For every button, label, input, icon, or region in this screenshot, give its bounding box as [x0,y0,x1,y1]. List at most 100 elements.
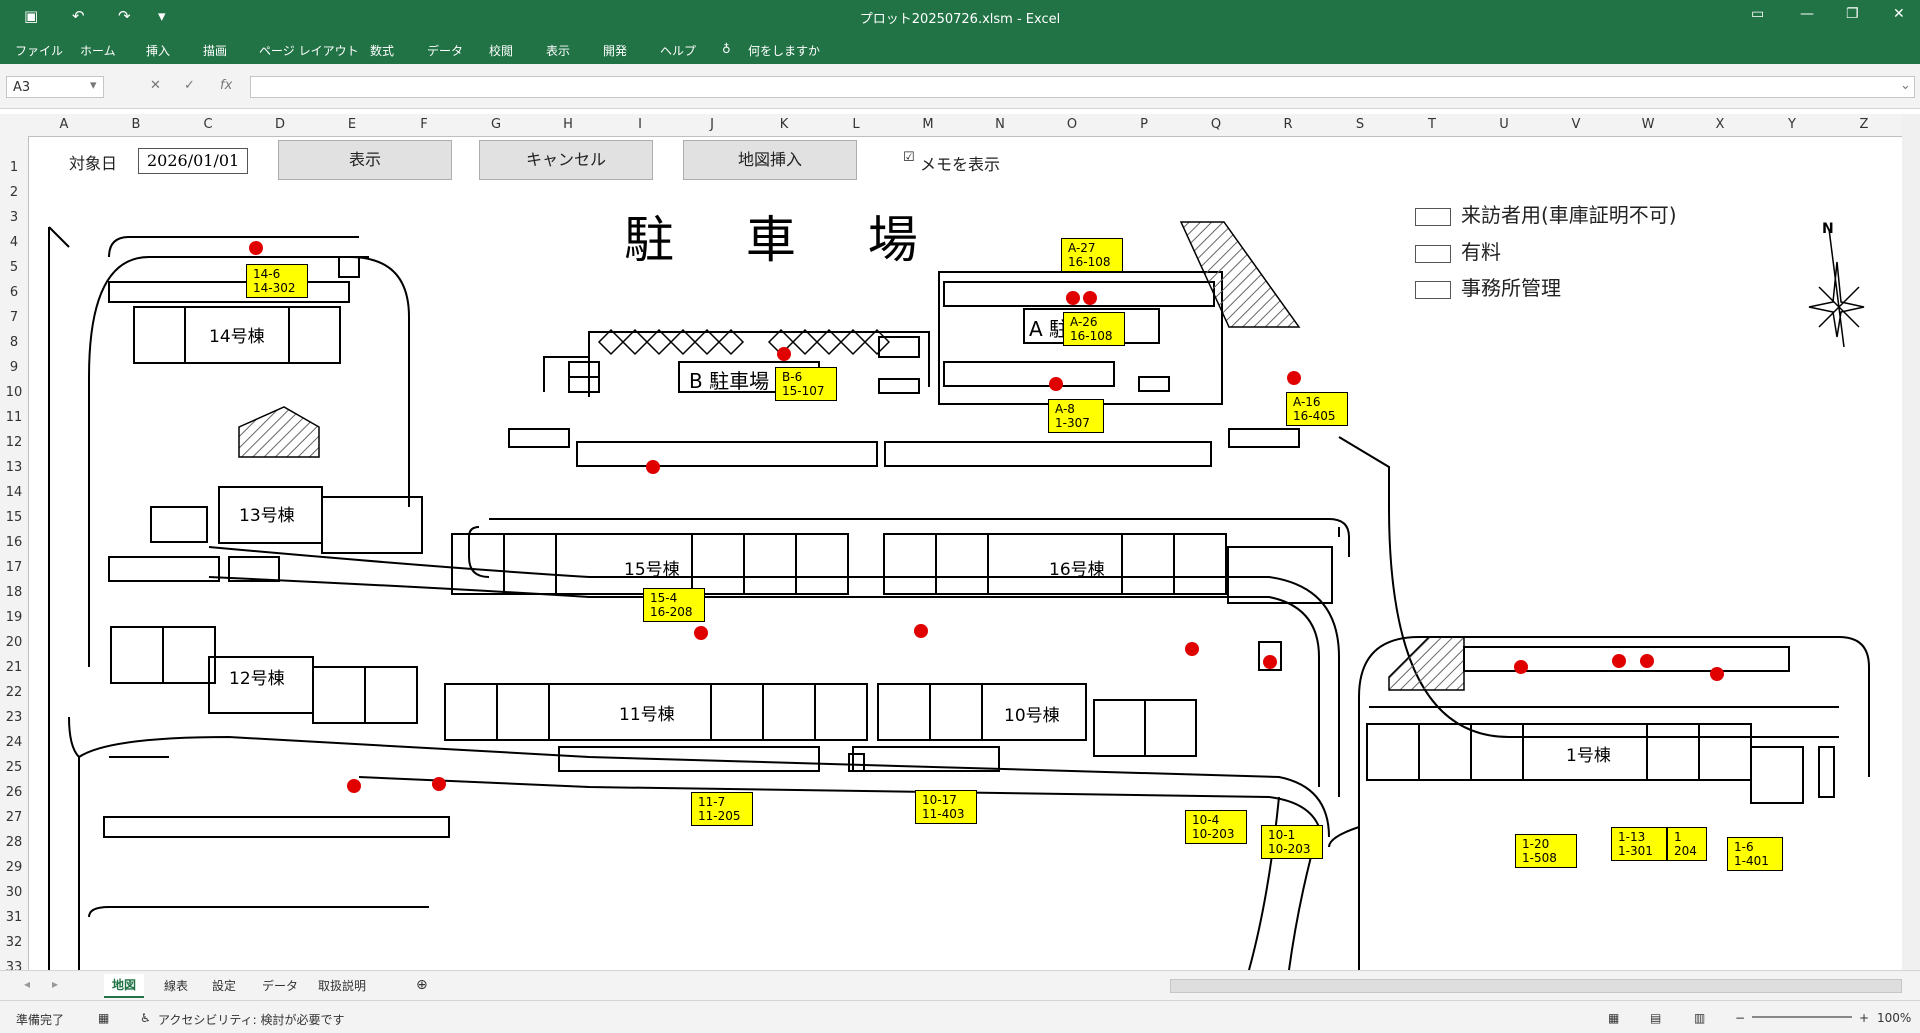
tab-help[interactable]: ヘルプ [660,44,697,58]
col-header[interactable]: H [563,117,573,132]
col-header[interactable]: T [1428,117,1436,132]
row-header[interactable]: 2 [9,185,19,200]
col-header[interactable]: I [638,117,642,132]
marker-dot[interactable] [432,777,446,791]
col-header[interactable]: Y [1788,117,1796,132]
normal-view-icon[interactable]: ▦ [1608,1011,1620,1025]
marker-dot[interactable] [1263,655,1277,669]
col-header[interactable]: F [420,117,428,132]
marker-dot[interactable] [646,460,660,474]
col-header[interactable]: A [59,117,69,132]
marker-dot[interactable] [694,626,708,640]
name-box[interactable]: A3 [6,76,104,98]
insert-map-button[interactable]: 地図挿入 [683,140,857,180]
insert-function-icon[interactable]: fx [220,78,233,93]
row-header[interactable]: 11 [5,410,23,425]
add-sheet-icon[interactable]: ⊕ [416,977,428,993]
row-header[interactable]: 32 [5,935,23,950]
cancel-button[interactable]: キャンセル [479,140,653,180]
col-header[interactable]: E [347,117,357,132]
row-header[interactable]: 18 [5,585,23,600]
marker-dot[interactable] [1640,654,1654,668]
tab-file[interactable]: ファイル [15,44,64,58]
tab-developer[interactable]: 開発 [603,44,628,58]
tab-home[interactable]: ホーム [80,44,116,58]
lightbulb-icon[interactable]: ♁ [722,42,731,56]
row-header[interactable]: 17 [5,560,23,575]
cancel-icon[interactable]: ✕ [150,78,161,93]
row-header[interactable]: 27 [5,810,23,825]
sheet-tab-settings[interactable]: 設定 [212,979,237,993]
row-header[interactable]: 24 [5,735,23,750]
macro-record-icon[interactable]: ▦ [98,1011,110,1025]
col-header[interactable]: O [1066,117,1078,132]
row-header[interactable]: 30 [5,885,23,900]
worksheet-grid[interactable]: 対象日 2026/01/01 表示 キャンセル 地図挿入 ☑ メモを表示 [29,137,1900,970]
close-button[interactable]: ✕ [1893,6,1905,22]
row-header[interactable]: 29 [5,860,23,875]
zoom-level[interactable]: 100% [1877,1011,1912,1025]
col-header[interactable]: L [852,117,860,132]
marker-dot[interactable] [1287,371,1301,385]
col-header[interactable]: R [1283,117,1293,132]
col-header[interactable]: V [1571,117,1581,132]
zoom-slider[interactable] [1752,1016,1852,1018]
row-header[interactable]: 21 [5,660,23,675]
tab-insert[interactable]: 挿入 [146,44,171,58]
tell-me-search[interactable]: 何をしますか [748,44,821,58]
minimize-button[interactable]: — [1800,6,1814,22]
marker-dot[interactable] [914,624,928,638]
col-header[interactable]: B [131,117,141,132]
row-header[interactable]: 28 [5,835,23,850]
horizontal-scrollbar[interactable] [1170,979,1902,993]
row-header[interactable]: 23 [5,710,23,725]
tab-view[interactable]: 表示 [546,44,571,58]
date-field[interactable]: 2026/01/01 [138,148,249,174]
formula-input[interactable] [250,76,1915,98]
col-header[interactable]: M [922,117,934,132]
marker-dot[interactable] [1612,654,1626,668]
chevron-down-icon[interactable]: ▾ [90,78,97,93]
row-header[interactable]: 16 [5,535,23,550]
col-header[interactable]: Z [1859,117,1869,132]
ribbon-display-icon[interactable]: ▭ [1751,6,1765,22]
show-button[interactable]: 表示 [278,140,452,180]
col-header[interactable]: K [779,117,789,132]
page-break-view-icon[interactable]: ▥ [1694,1011,1706,1025]
sheet-tab-lines[interactable]: 線表 [164,979,189,993]
marker-dot[interactable] [249,241,263,255]
sheet-tab-manual[interactable]: 取扱説明 [318,979,367,993]
undo-icon[interactable]: ↶ [72,7,85,25]
marker-dot[interactable] [1185,642,1199,656]
vertical-scrollbar[interactable] [1902,114,1920,970]
marker-dot[interactable] [777,347,791,361]
tab-scroll-left-icon[interactable]: ◂ [24,977,31,991]
memo-checkbox[interactable]: ☑ [903,150,915,165]
row-header[interactable]: 6 [9,285,19,300]
col-header[interactable]: W [1641,117,1655,132]
row-header[interactable]: 5 [9,260,19,275]
row-header[interactable]: 9 [9,360,19,375]
col-header[interactable]: N [995,117,1005,132]
col-header[interactable]: J [710,117,714,132]
enter-icon[interactable]: ✓ [184,78,195,93]
marker-dot[interactable] [347,779,361,793]
expand-formula-icon[interactable]: ⌄ [1900,78,1911,93]
row-header[interactable]: 22 [5,685,23,700]
sheet-tab-map[interactable]: 地図 [104,974,145,998]
marker-dot[interactable] [1083,291,1097,305]
col-header[interactable]: Q [1210,117,1222,132]
tab-data[interactable]: データ [427,44,464,58]
